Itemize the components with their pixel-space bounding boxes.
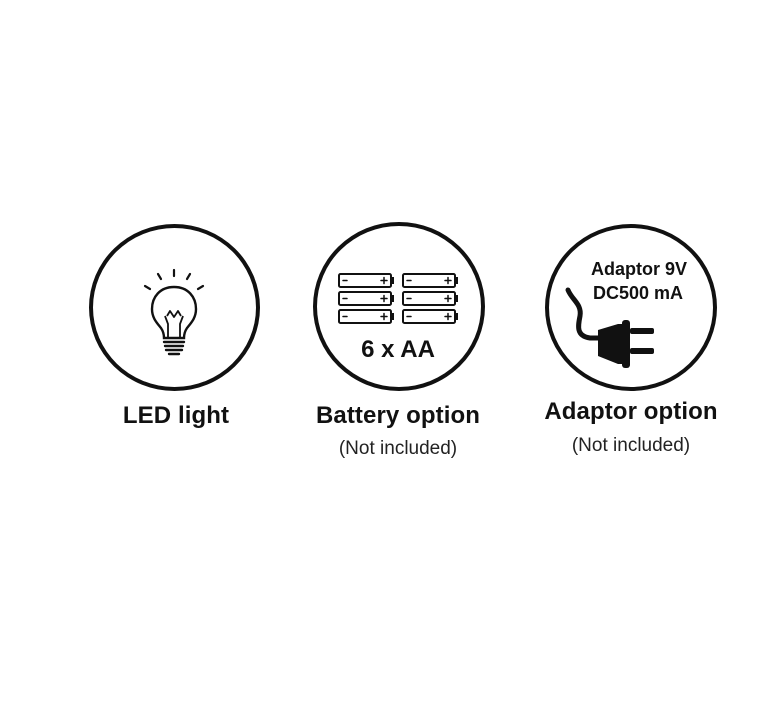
light-bulb-icon — [143, 268, 205, 356]
adaptor-option-circle — [545, 224, 717, 391]
battery-not-included-note: (Not included) — [338, 438, 458, 459]
power-plug-icon — [565, 287, 654, 368]
battery-count-text: 6 x AA — [361, 336, 435, 363]
adaptor-spec-line2: DC500 mA — [592, 283, 684, 303]
led-light-label: LED light — [122, 402, 230, 429]
adaptor-spec-line1: Adaptor 9V — [590, 259, 688, 279]
battery-option-label: Battery option — [315, 402, 481, 429]
battery-option-circle — [313, 222, 485, 391]
adaptor-option-label: Adaptor option — [544, 398, 718, 425]
aa-batteries-icon — [338, 273, 458, 324]
led-light-circle — [89, 224, 260, 391]
adaptor-not-included-note: (Not included) — [571, 435, 691, 456]
